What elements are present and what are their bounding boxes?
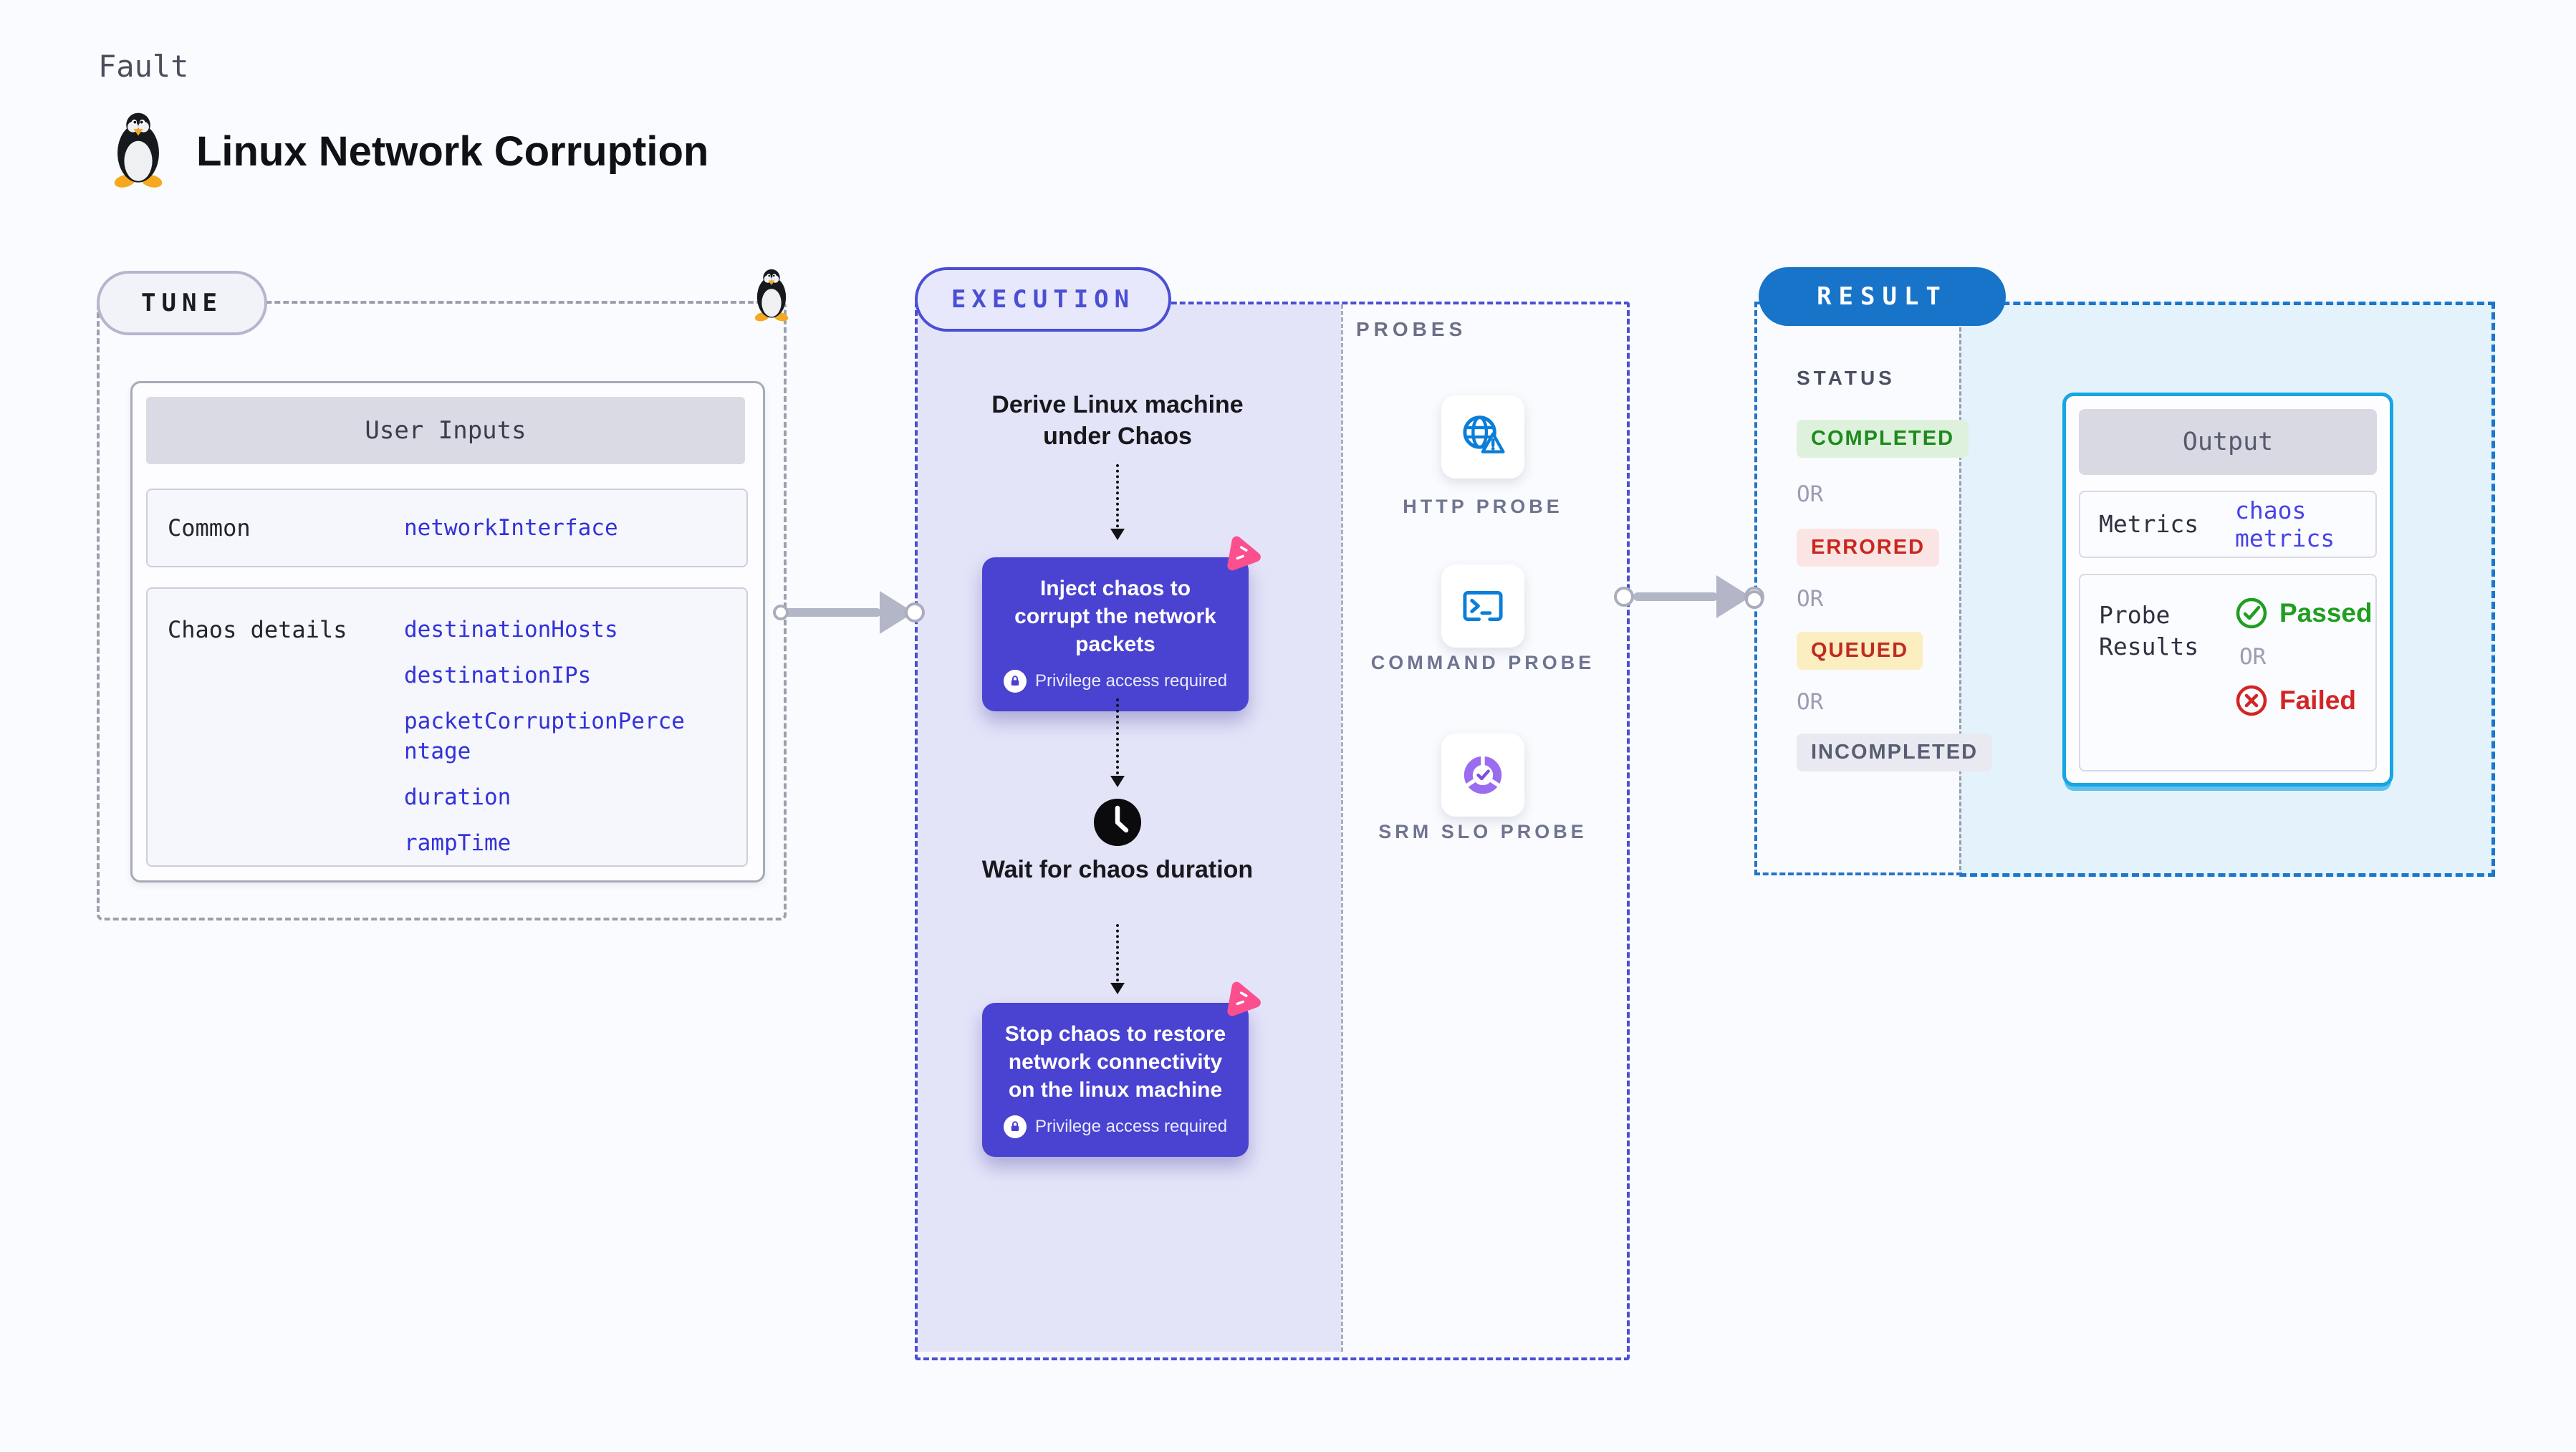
slo-donut-check-icon — [1464, 754, 1502, 794]
status-badge-errored: ERRORED — [1797, 529, 1940, 567]
metrics-row: Metrics chaos metrics — [2079, 491, 2377, 558]
connector-start-node — [1614, 587, 1634, 607]
chaos-fault-icon — [1227, 536, 1261, 571]
common-value: networkInterface — [404, 515, 618, 541]
flow-arrow-down — [1110, 698, 1125, 787]
srm-slo-probe-label: SRM SLO PROBE — [1378, 821, 1587, 842]
page-title: Linux Network Corruption — [196, 128, 709, 175]
user-inputs-header: User Inputs — [146, 397, 745, 464]
derive-step-text: Derive Linux machine under Chaos — [991, 391, 1244, 450]
inject-step-text: Inject chaos to corrupt the network pack… — [1014, 577, 1216, 656]
connector-arrow-probes-result — [1633, 592, 1718, 601]
connector-end-node — [905, 602, 925, 622]
command-probe-label: COMMAND PROBE — [1370, 652, 1595, 673]
status-badge-incompleted: INCOMPLETED — [1797, 734, 1993, 771]
output-header: Output — [2079, 409, 2377, 475]
execution-section-border — [915, 302, 1630, 1360]
clock-icon — [1094, 799, 1141, 846]
probe-results-row: Probe Results Passed OR — [2079, 574, 2377, 771]
privilege-note: Privilege access required — [1034, 1117, 1228, 1136]
passed-result: Passed — [2235, 597, 2373, 630]
execution-probes-divider — [1341, 304, 1343, 1352]
chaos-value: destinationIPs — [404, 663, 592, 688]
user-inputs-row-chaos-details: Chaos details destinationHosts destinati… — [146, 587, 748, 867]
srm-slo-probe-card — [1441, 734, 1524, 817]
connector-start-node — [773, 605, 789, 620]
tux-penguin-small-icon — [754, 269, 789, 322]
check-circle-icon — [2236, 597, 2267, 629]
tux-penguin-icon — [114, 112, 163, 188]
privilege-chip: Privilege access required — [1001, 1115, 1230, 1138]
wait-step-text: Wait for chaos duration — [981, 856, 1254, 883]
connector-arrow-tune-execution — [784, 608, 881, 617]
command-probe-card — [1441, 564, 1524, 648]
lock-icon — [1003, 670, 1027, 693]
probe-results-label: Probe Results — [2099, 601, 2199, 660]
chaos-value: duration — [404, 784, 511, 810]
privilege-chip: Privilege access required — [1001, 670, 1230, 693]
chaos-value: rampTime — [404, 830, 511, 856]
page-kicker: Fault — [98, 49, 189, 84]
status-badge-completed: COMPLETED — [1797, 420, 1969, 458]
chaos-fault-icon — [1227, 981, 1261, 1016]
stop-step-text: Stop chaos to restore network connectivi… — [1004, 1022, 1226, 1102]
metrics-label: Metrics — [2099, 510, 2199, 538]
status-label: STATUS — [1797, 367, 1895, 389]
passed-label: Passed — [2279, 598, 2373, 628]
http-probe-card — [1441, 395, 1524, 479]
common-label: Common — [168, 514, 251, 542]
tune-section-badge: TUNE — [97, 271, 267, 335]
flow-arrow-down — [1110, 464, 1125, 540]
status-badge-queued: QUEUED — [1797, 632, 1923, 670]
chaos-value: packetCorruptionPercentage — [404, 708, 685, 764]
metrics-value: chaos metrics — [2235, 496, 2335, 552]
result-section-badge: RESULT — [1759, 267, 2006, 326]
user-inputs-row-common: Common networkInterface — [146, 489, 748, 567]
terminal-icon — [1463, 591, 1503, 621]
inject-chaos-step: Inject chaos to corrupt the network pack… — [982, 557, 1249, 711]
or-separator: OR — [1797, 586, 1824, 612]
failed-result: Failed — [2235, 684, 2356, 717]
or-separator: OR — [1797, 689, 1824, 715]
globe-alert-icon — [1463, 415, 1505, 453]
chaos-value: destinationHosts — [404, 617, 618, 643]
lock-icon — [1003, 1115, 1027, 1138]
execution-section-badge: EXECUTION — [915, 267, 1171, 332]
http-probe-label: HTTP PROBE — [1403, 496, 1563, 517]
or-separator: OR — [2239, 644, 2267, 670]
privilege-note: Privilege access required — [1034, 671, 1228, 691]
chaos-details-values: destinationHosts destinationIPs packetCo… — [404, 589, 691, 874]
stop-chaos-step: Stop chaos to restore network connectivi… — [982, 1003, 1249, 1157]
chaos-details-label: Chaos details — [168, 616, 347, 643]
probe-results-values: Passed OR Failed — [2235, 575, 2373, 717]
x-circle-icon — [2236, 685, 2267, 716]
status-panel-node — [1745, 590, 1764, 609]
output-card: Output Metrics chaos metrics Probe Resul… — [2062, 393, 2393, 787]
flow-arrow-down — [1110, 924, 1125, 994]
failed-label: Failed — [2279, 686, 2356, 715]
or-separator: OR — [1797, 481, 1824, 507]
probes-panel-label: PROBES — [1356, 318, 1467, 340]
